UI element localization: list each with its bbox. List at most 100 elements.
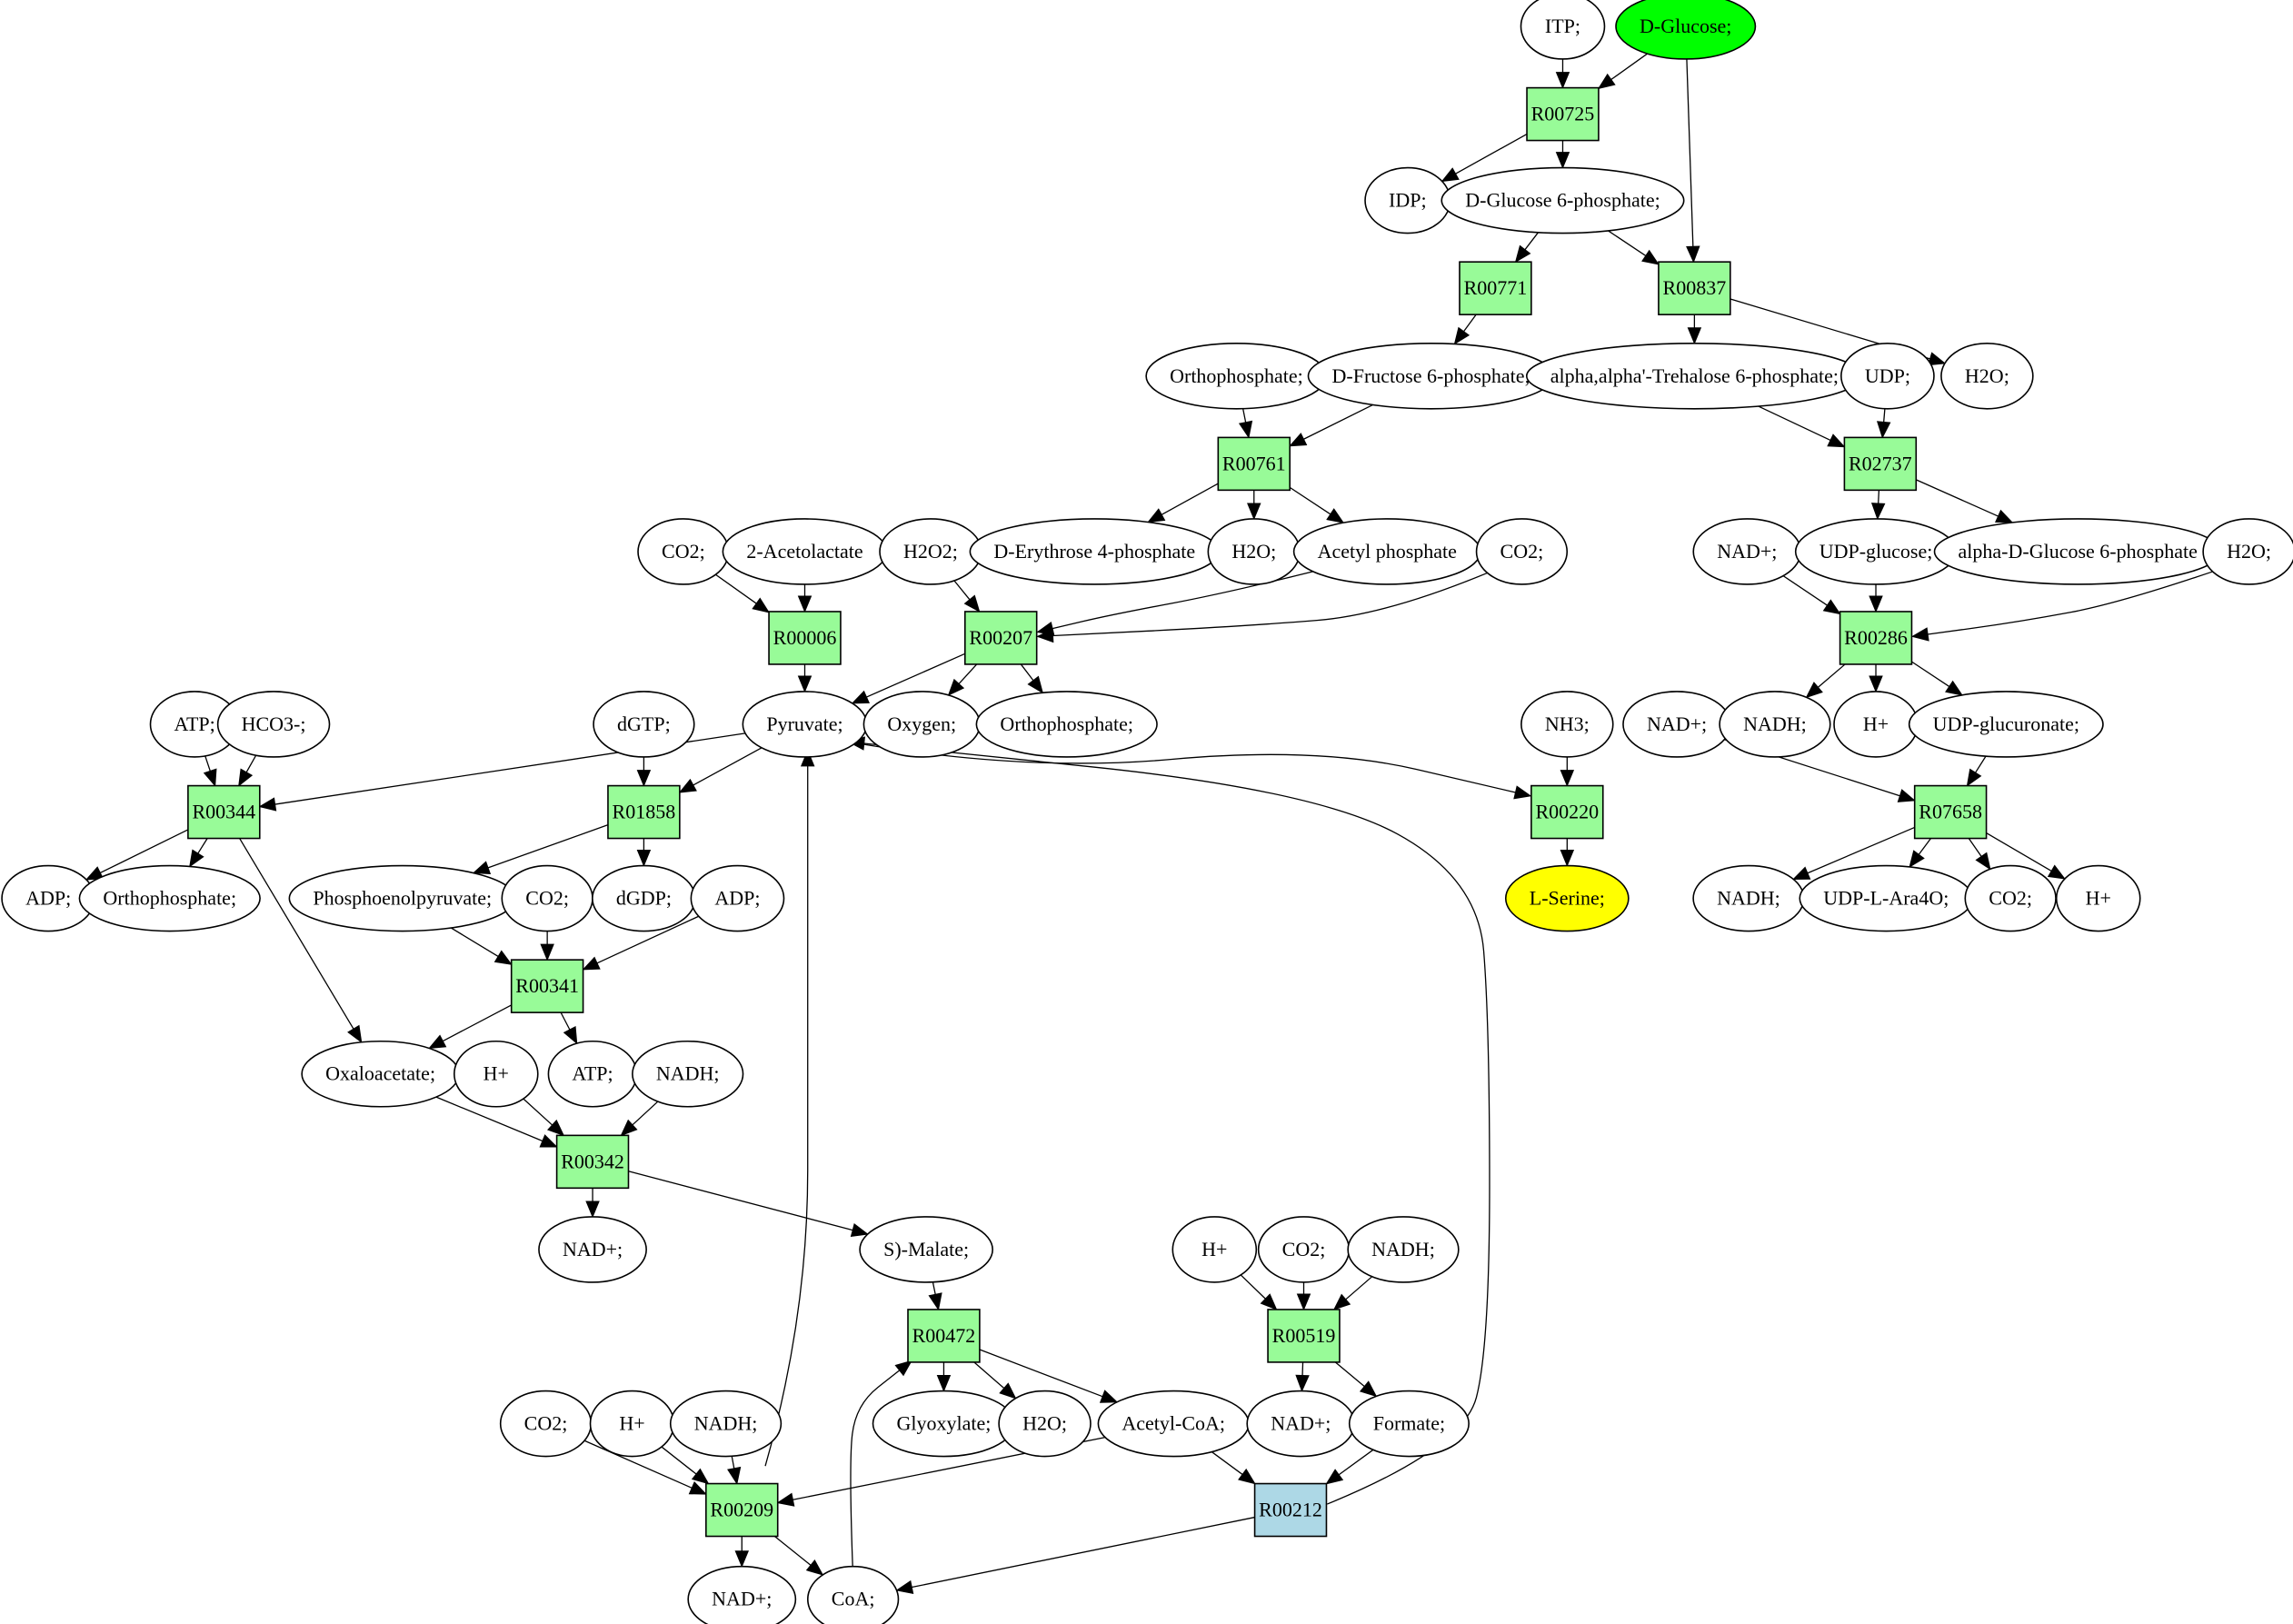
reaction-node-r00220[interactable]: R00220 [1530, 784, 1604, 840]
compound-node-nadh-a[interactable]: NADH; [1719, 691, 1831, 758]
compound-node-idp[interactable]: IDP; [1364, 166, 1451, 234]
arrowhead-icon [752, 597, 771, 613]
compound-node-acetylcoa[interactable]: Acetyl-CoA; [1097, 1390, 1250, 1458]
compound-node-pep[interactable]: Phosphoenolpyruvate; [288, 864, 516, 932]
reaction-node-r00725[interactable]: R00725 [1526, 86, 1600, 142]
compound-node-erythrose[interactable]: D-Erythrose 4-phosphate [969, 518, 1220, 585]
compound-node-co2-c[interactable]: CO2; [501, 864, 593, 932]
compound-node-oxaloacetate[interactable]: Oxaloacetate; [301, 1040, 460, 1108]
compound-node-nadp-e[interactable]: NAD+; [687, 1565, 797, 1624]
compound-node-nadh-e[interactable]: NADH; [669, 1390, 783, 1458]
reaction-node-r00519[interactable]: R00519 [1267, 1309, 1341, 1363]
compound-node-itp[interactable]: ITP; [1520, 0, 1606, 60]
compound-ellipse [1347, 1216, 1460, 1283]
compound-node-acetylp[interactable]: Acetyl phosphate [1292, 518, 1481, 585]
reaction-node-r00209[interactable]: R00209 [705, 1482, 779, 1538]
reaction-node-r00837[interactable]: R00837 [1658, 261, 1731, 315]
reaction-node-r00212[interactable]: R00212 [1253, 1482, 1328, 1538]
compound-node-nh3[interactable]: NH3; [1520, 691, 1614, 758]
compound-node-nadh-d[interactable]: NADH; [1347, 1216, 1460, 1283]
compound-node-nadh-b[interactable]: NADH; [1692, 864, 1805, 932]
reaction-node-r00006[interactable]: R00006 [768, 611, 842, 665]
reaction-node-r00761[interactable]: R00761 [1217, 436, 1291, 492]
compound-node-hco3[interactable]: HCO3-; [216, 691, 331, 758]
compound-node-adp-b[interactable]: ADP; [690, 864, 785, 932]
compound-node-udp[interactable]: UDP; [1840, 342, 1935, 410]
compound-node-co2-e[interactable]: CO2; [1257, 1216, 1351, 1283]
compound-node-udpglc[interactable]: UDP-glucose; [1794, 518, 1958, 585]
compound-node-hp-b[interactable]: H+ [2055, 864, 2141, 932]
compound-node-nadp-b[interactable]: NAD+; [1622, 691, 1731, 758]
reaction-node-r00472[interactable]: R00472 [907, 1309, 981, 1363]
compound-node-co2-a[interactable]: CO2; [637, 518, 730, 585]
reaction-node-r00342[interactable]: R00342 [555, 1134, 630, 1190]
compound-node-oxygen[interactable]: Oxygen; [862, 691, 981, 758]
reaction-node-r00341[interactable]: R00341 [510, 959, 584, 1013]
compound-node-udpgluc[interactable]: UDP-glucuronate; [1908, 691, 2104, 758]
compound-node-hp-d[interactable]: H+ [1171, 1216, 1258, 1283]
reaction-node-r00771[interactable]: R00771 [1459, 261, 1532, 315]
compound-node-ortho2[interactable]: Orthophosphate; [975, 691, 1158, 758]
compound-node-lserine[interactable]: L-Serine; [1504, 864, 1630, 932]
edge-line [451, 927, 499, 957]
reaction-box [555, 1134, 630, 1190]
edge-r00212-to-coa [895, 1516, 1255, 1595]
compound-node-h2o2[interactable]: H2O2; [879, 518, 982, 585]
compound-node-nadp-a[interactable]: NAD+; [1692, 518, 1802, 585]
edge-line [1911, 661, 1950, 688]
compound-node-hp-e[interactable]: H+ [589, 1390, 675, 1458]
compound-node-malate[interactable]: S)-Malate; [859, 1216, 993, 1283]
arrowhead-icon [1238, 420, 1253, 439]
reaction-node-r07658[interactable]: R07658 [1913, 784, 1988, 840]
arrowhead-icon [1945, 680, 1964, 696]
compound-node-h2o-a[interactable]: H2O; [1940, 342, 2034, 410]
compound-node-h2o-d[interactable]: H2O; [998, 1390, 1092, 1458]
arrowhead-icon [1995, 509, 2014, 523]
compound-node-atp-b[interactable]: ATP; [547, 1040, 638, 1108]
reaction-node-r00207[interactable]: R00207 [963, 611, 1038, 665]
node-label: H+ [2086, 887, 2111, 910]
compound-node-adp-a[interactable]: ADP; [1, 864, 95, 932]
edge-hp-d-to-r00519 [1240, 1274, 1278, 1310]
compound-node-nadp-d[interactable]: NAD+; [1246, 1390, 1356, 1458]
compound-node-nadh-c[interactable]: NADH; [632, 1040, 744, 1108]
compound-node-atp-a[interactable]: ATP; [149, 691, 240, 758]
compound-node-h2o-b[interactable]: H2O; [1207, 518, 1301, 585]
compound-node-co2-b[interactable]: CO2; [1475, 518, 1569, 585]
compound-node-h2o-c[interactable]: H2O; [2202, 518, 2293, 585]
compound-node-coa[interactable]: CoA; [807, 1565, 900, 1624]
compound-node-ortho3[interactable]: Orthophosphate; [78, 864, 261, 932]
compound-node-adg6p[interactable]: alpha-D-Glucose 6-phosphate [1933, 518, 2222, 585]
arrowhead-icon [1036, 628, 1054, 643]
compound-node-co2-f[interactable]: CO2; [499, 1390, 593, 1458]
compound-node-pyruvate[interactable]: Pyruvate; [742, 691, 868, 758]
compound-node-glyoxylate[interactable]: Glyoxylate; [872, 1390, 1016, 1458]
arrowhead-icon [963, 594, 981, 613]
reaction-node-r00344[interactable]: R00344 [187, 784, 261, 840]
compound-ellipse [1520, 691, 1614, 758]
reaction-node-r00286[interactable]: R00286 [1839, 611, 1913, 665]
arrowhead-icon [1822, 599, 1841, 615]
arrowhead-icon [1147, 508, 1166, 523]
compound-node-dgtp[interactable]: dGTP; [593, 691, 695, 758]
edge-co2-e-to-r00519 [1296, 1281, 1311, 1311]
compound-node-udpara[interactable]: UDP-L-Ara4O; [1799, 864, 1974, 932]
compound-node-dg6p[interactable]: D-Glucose 6-phosphate; [1441, 166, 1685, 234]
compound-node-df6p[interactable]: D-Fructose 6-phosphate; [1307, 342, 1555, 410]
compound-node-ortho1[interactable]: Orthophosphate; [1145, 342, 1328, 410]
reaction-node-r01858[interactable]: R01858 [607, 784, 681, 840]
compound-node-dglucose[interactable]: D-Glucose; [1615, 0, 1757, 60]
edge-line [523, 1098, 553, 1126]
compound-node-treh6p[interactable]: alpha,alpha'-Trehalose 6-phosphate; [1525, 342, 1863, 410]
compound-node-hp-c[interactable]: H+ [453, 1040, 539, 1108]
compound-node-acetolactate[interactable]: 2-Acetolactate [722, 518, 888, 585]
reaction-node-r02737[interactable]: R02737 [1843, 436, 1918, 492]
compound-node-hp-a[interactable]: H+ [1833, 691, 1919, 758]
compound-node-nadp-c[interactable]: NAD+; [538, 1216, 647, 1283]
compound-node-dgdp[interactable]: dGDP; [592, 864, 696, 932]
edge-line [1020, 663, 1034, 682]
node-label: dGDP; [616, 887, 672, 910]
compound-node-formate[interactable]: Formate; [1348, 1390, 1470, 1458]
compound-node-co2-d[interactable]: CO2; [1964, 864, 2057, 932]
reaction-box [705, 1482, 779, 1538]
